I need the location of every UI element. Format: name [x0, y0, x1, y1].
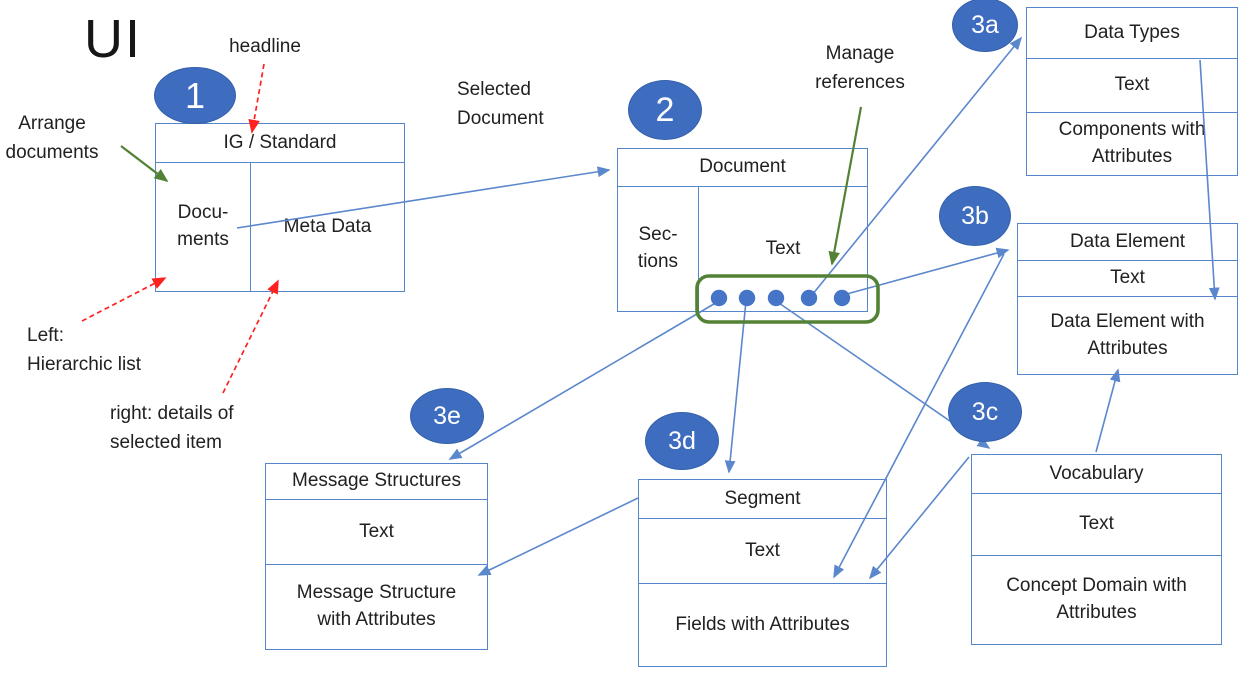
vocabulary-header: Vocabulary — [972, 455, 1221, 493]
document-text-label: Text — [765, 237, 801, 259]
data-types-header: Data Types — [1027, 8, 1237, 58]
data-types-text-row: Text — [1027, 58, 1237, 112]
segment-header: Segment — [639, 480, 886, 518]
meta-data-cell: Meta Data — [251, 163, 404, 291]
manage-references-annotation: Manage references — [815, 43, 905, 93]
data-element-header: Data Element — [1018, 224, 1237, 260]
box-segment: Segment Text Fields with Attributes — [638, 479, 887, 667]
vocabulary-detail-row: Concept Domain with Attributes — [972, 555, 1221, 644]
meta-data-label: Meta Data — [283, 215, 372, 237]
box-data-element: Data Element Text Data Element with Attr… — [1017, 223, 1238, 375]
connector-headline-arrow — [248, 63, 265, 134]
message-structures-detail: Message Structure with Attributes — [296, 582, 457, 630]
segment-text-row: Text — [639, 518, 886, 583]
data-element-title: Data Element — [1069, 230, 1186, 252]
message-structures-title: Message Structures — [292, 470, 461, 492]
segment-detail-row: Fields with Attributes — [639, 583, 886, 666]
message-structures-header: Message Structures — [266, 464, 487, 499]
connector-vocabulary-to-data-element-attributes — [1095, 368, 1121, 453]
data-element-detail-row: Data Element with Attributes — [1018, 296, 1237, 374]
ig-standard-title: IG / Standard — [223, 131, 337, 153]
box-vocabulary: Vocabulary Text Concept Domain with Attr… — [971, 454, 1222, 645]
ig-standard-header: IG / Standard — [156, 124, 404, 163]
data-types-title: Data Types — [1084, 21, 1180, 43]
connector-right-details-arrow — [222, 279, 279, 394]
document-header: Document — [618, 149, 867, 187]
vocabulary-text-row: Text — [972, 493, 1221, 555]
badge-3d: 3d — [645, 412, 719, 470]
message-structures-text: Text — [359, 520, 394, 542]
page-title: UI — [84, 9, 142, 69]
documents-cell: Docu- ments — [156, 163, 251, 291]
vocabulary-text: Text — [1079, 513, 1114, 535]
badge-3b: 3b — [939, 186, 1011, 246]
left-hierarchic-annotation: Left: Hierarchic list — [27, 325, 142, 375]
data-element-text-row: Text — [1018, 260, 1237, 296]
message-structures-detail-row: Message Structure with Attributes — [266, 564, 487, 649]
connector-left-hierarchic-arrow — [81, 277, 167, 322]
right-details-annotation: right: details of selected item — [110, 403, 234, 453]
sections-cell: Sec- tions — [618, 187, 699, 311]
box-data-types: Data Types Text Components with Attribut… — [1026, 7, 1238, 176]
arrange-documents-annotation: Arrange documents — [5, 113, 99, 163]
badge-3a: 3a — [952, 0, 1018, 52]
segment-detail: Fields with Attributes — [675, 613, 850, 635]
box-ig-standard: IG / Standard Docu- ments Meta Data — [155, 123, 405, 292]
badge-2: 2 — [628, 80, 702, 140]
connector-segment-to-message-structure-attributes — [477, 497, 639, 576]
badge-3c: 3c — [948, 382, 1022, 442]
data-types-detail: Components with Attributes — [1058, 119, 1206, 167]
data-types-detail-row: Components with Attributes — [1027, 112, 1237, 175]
segment-text: Text — [745, 539, 780, 561]
document-text-cell: Text — [699, 187, 867, 311]
data-types-text: Text — [1114, 74, 1150, 96]
documents-label: Docu- ments — [177, 202, 229, 250]
segment-title: Segment — [724, 487, 801, 509]
selected-document-annotation: Selected Document — [457, 79, 544, 129]
document-title: Document — [699, 156, 786, 178]
sections-label: Sec- tions — [637, 224, 679, 272]
connector-dot2-to-segment — [724, 300, 747, 474]
headline-annotation: headline — [229, 36, 301, 57]
data-element-text: Text — [1110, 267, 1145, 289]
badge-1: 1 — [154, 67, 236, 124]
badge-3e: 3e — [410, 388, 484, 444]
data-element-detail: Data Element with Attributes — [1050, 310, 1205, 359]
vocabulary-title: Vocabulary — [1049, 462, 1144, 484]
vocabulary-detail: Concept Domain with Attributes — [1006, 575, 1187, 623]
box-document: Document Sec- tions Text — [617, 148, 868, 312]
box-message-structures: Message Structures Text Message Structur… — [265, 463, 488, 650]
message-structures-text-row: Text — [266, 499, 487, 564]
